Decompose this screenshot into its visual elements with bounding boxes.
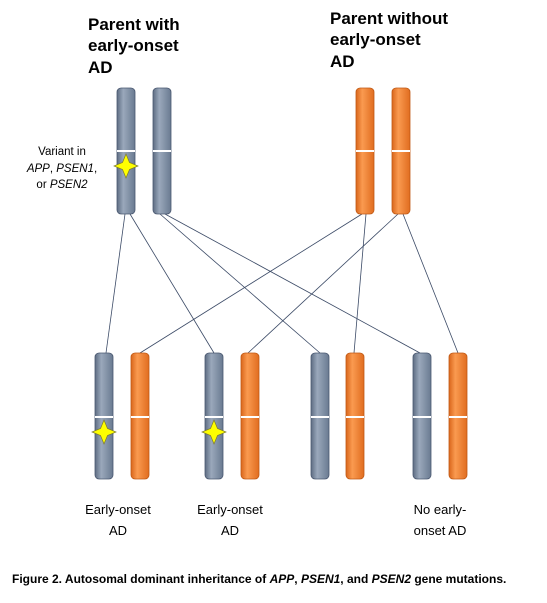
unaffected-parent-chromosomes [355, 87, 411, 215]
line-p1a-child2 [129, 213, 215, 354]
variant-star-icon [91, 419, 117, 445]
line-p2b-child4 [402, 213, 459, 354]
unaffected-parent-title: Parent without early-onset AD [330, 9, 449, 71]
variant-note: Variant in APP, PSEN1, or PSEN2 [26, 146, 98, 192]
child-4-chromosomes [412, 352, 468, 480]
affected-parent-chromosomes [113, 87, 172, 215]
line-p1b-child3 [159, 213, 321, 354]
child-4-label: No early- onset AD [413, 502, 467, 538]
line-p2a-child1 [139, 213, 363, 354]
figure-caption: Figure 2. Autosomal dominant inheritance… [12, 572, 507, 586]
inheritance-lines [105, 213, 459, 354]
affected-parent-title: Parent with early-onset AD [88, 15, 180, 77]
child-2-label: Early-onset AD [197, 502, 263, 538]
line-p2b-child2 [247, 213, 399, 354]
line-p1b-child4 [164, 213, 421, 354]
line-p1a-child1 [105, 213, 126, 354]
child-3-chromosomes [310, 352, 365, 480]
variant-star-icon [201, 419, 227, 445]
variant-star-icon [113, 153, 139, 179]
child-1-chromosomes [91, 352, 150, 480]
child-2-chromosomes [201, 352, 260, 480]
line-p2a-child3 [353, 213, 367, 354]
child-1-label: Early-onset AD [85, 502, 151, 538]
